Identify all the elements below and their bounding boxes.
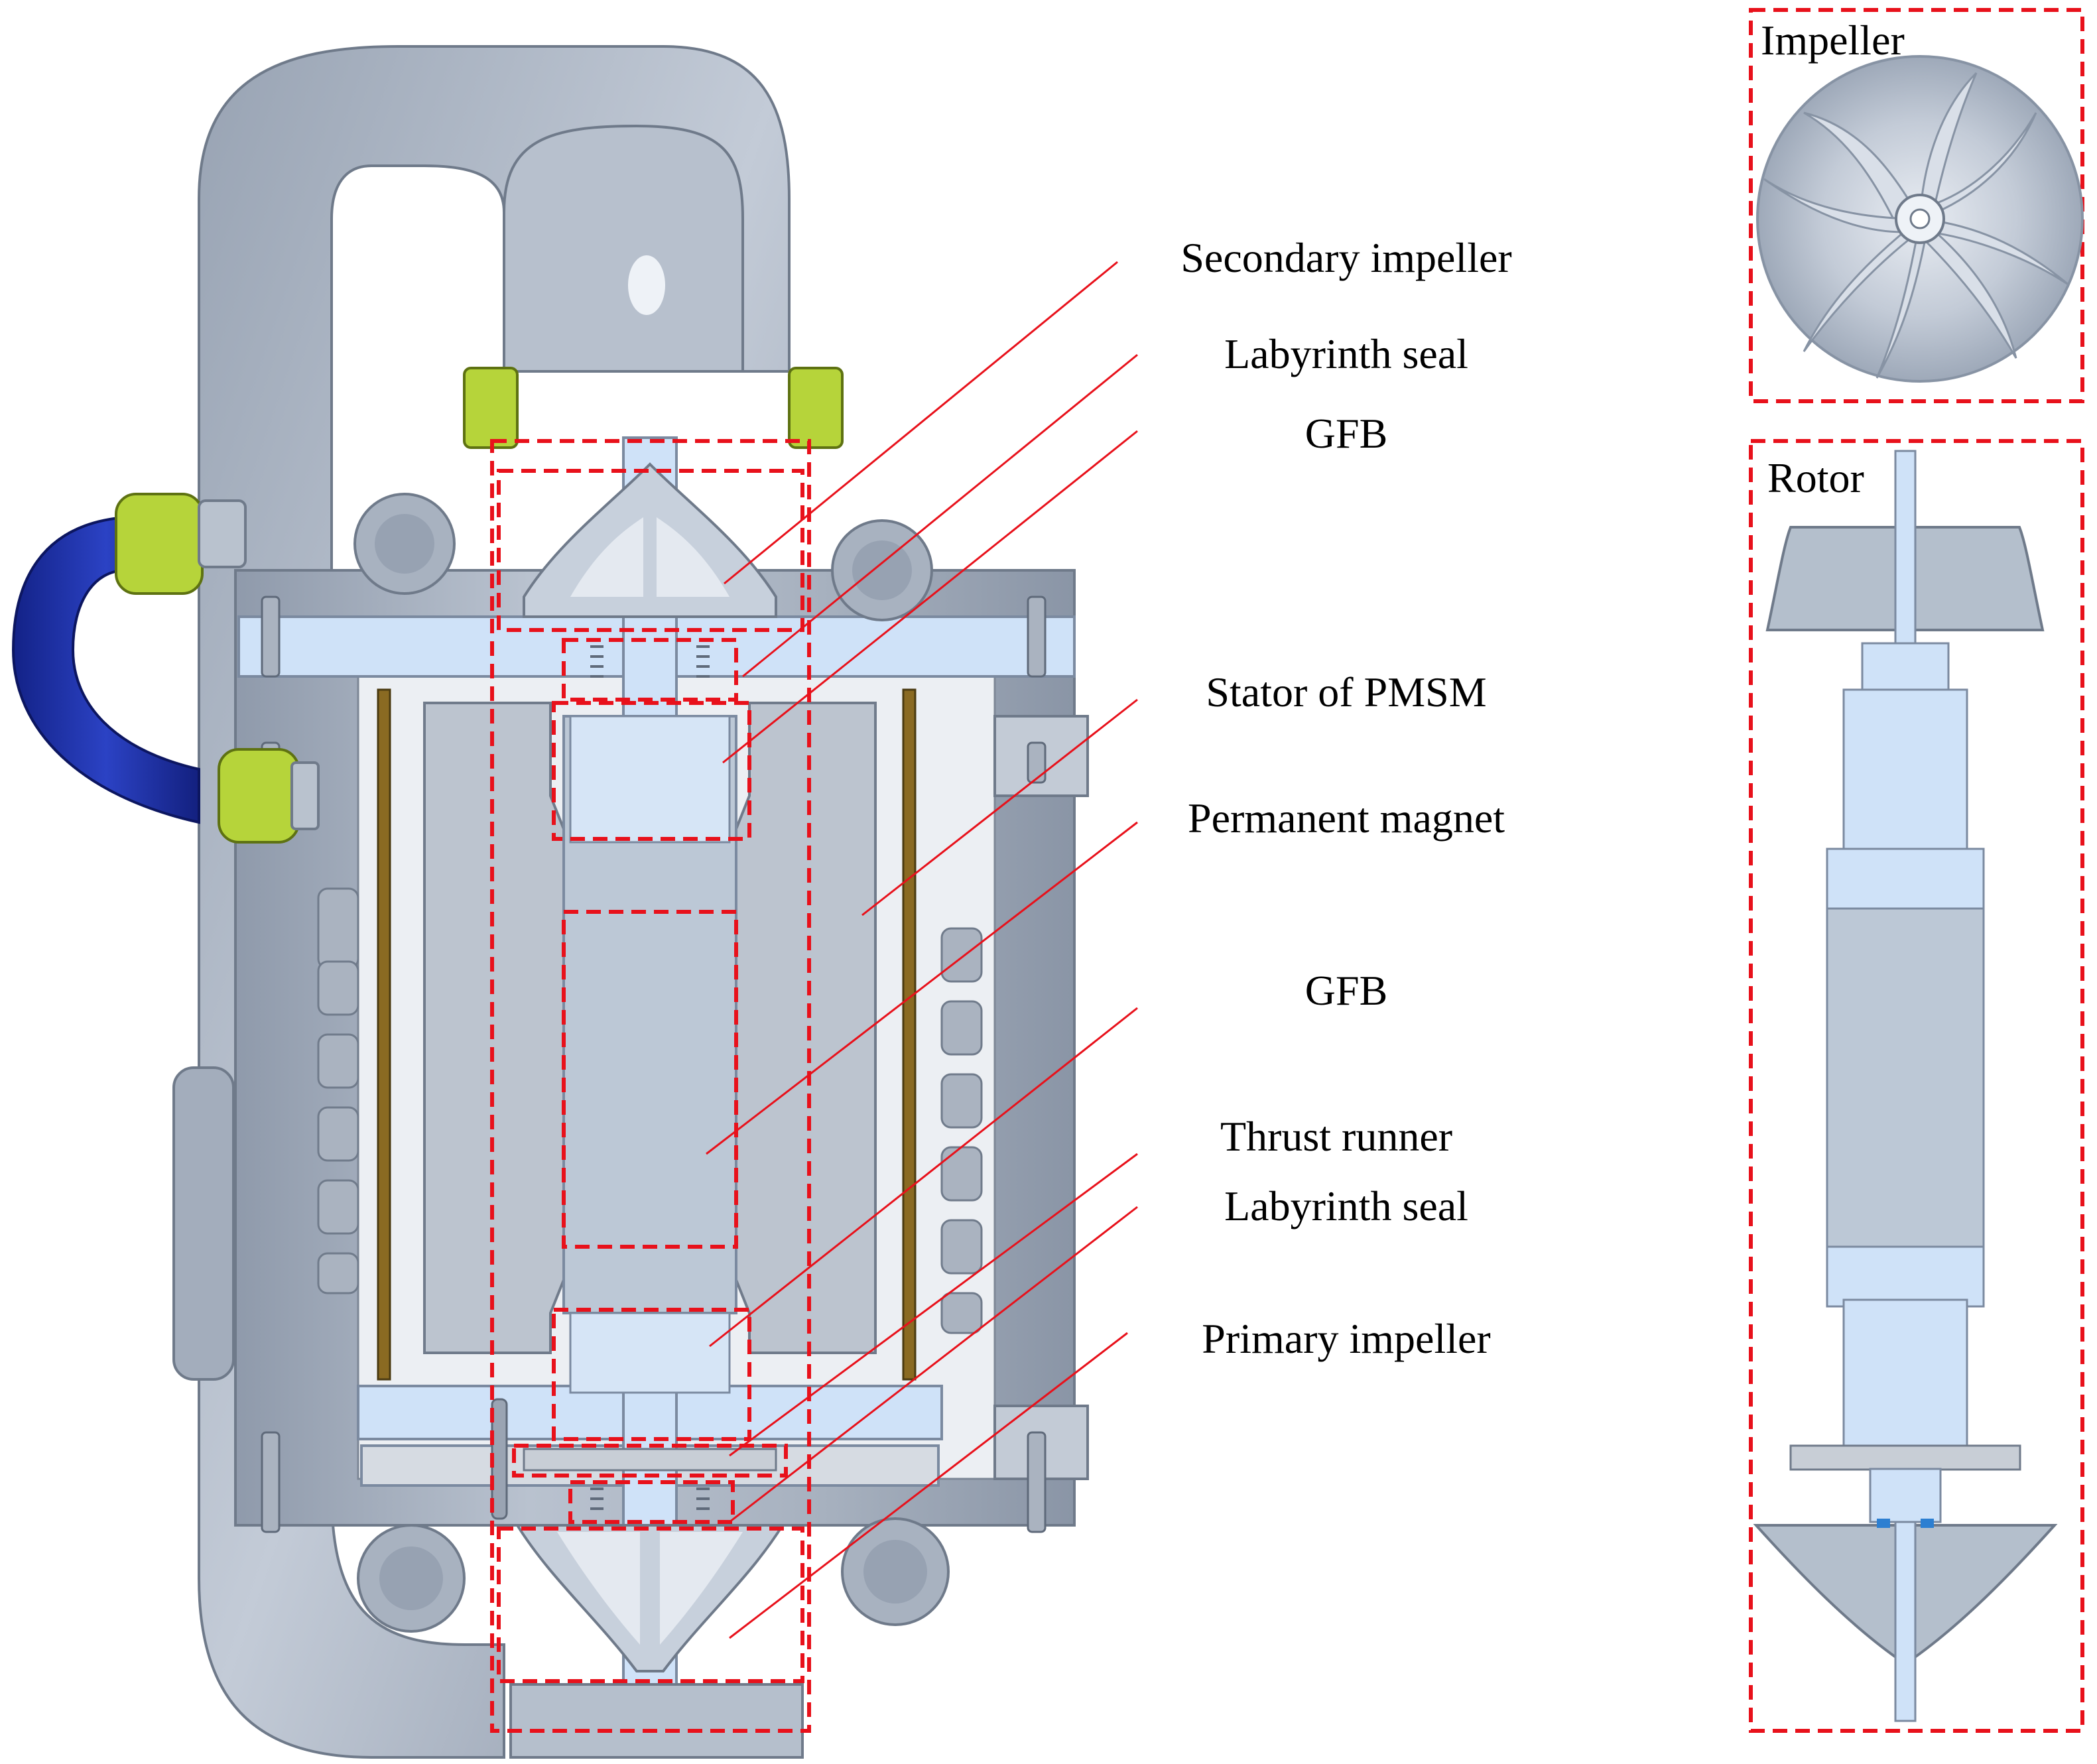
impeller-panel-title: Impeller: [1761, 17, 1905, 64]
secondary-impeller-blades: [523, 462, 777, 618]
impeller-bore: [1909, 208, 1931, 229]
highlight-boxes: [490, 439, 811, 1733]
highlight-secondary-impeller: [497, 469, 804, 632]
label-permanent-magnet: Permanent magnet: [1188, 794, 1505, 842]
labyrinth-seal-bottom-teeth: [590, 1487, 710, 1510]
rotor-seal-ring-left: [1877, 1519, 1890, 1528]
label-thrust-runner: Thrust runner: [1220, 1113, 1452, 1160]
highlight-labyrinth-seal-bottom: [568, 1480, 735, 1524]
rotor-primary-impeller: [1753, 1524, 2058, 1661]
secondary-impeller-blade-right: [657, 517, 730, 597]
hose-clamp-bottom: [218, 748, 300, 844]
label-labyrinth-seal-top: Labyrinth seal: [1224, 330, 1468, 377]
cooling-fins-left: [317, 887, 359, 1294]
labyrinth-seal-top-teeth: [590, 645, 710, 678]
label-gfb-bottom: GFB: [1305, 967, 1388, 1014]
rotor-shaft-lower: [1869, 1468, 1942, 1523]
impeller-blades: [1763, 72, 2070, 379]
journal-bottom: [569, 1312, 731, 1394]
rotor-journal-lower: [1842, 1298, 1968, 1447]
top-volute-right-inner: [852, 540, 912, 600]
rotor-secondary-impeller: [1765, 526, 2045, 631]
highlight-thrust-runner: [512, 1444, 788, 1478]
label-labyrinth-seal-bottom: Labyrinth seal: [1224, 1182, 1468, 1229]
rotor-journal-upper: [1842, 688, 1968, 857]
impeller-panel: Impeller: [1749, 8, 2084, 403]
highlight-gfb-bottom: [552, 1308, 751, 1441]
label-stator-of-pmsm: Stator of PMSM: [1206, 668, 1486, 716]
rotor-shaft-upper: [1861, 642, 1950, 698]
rotor-magnet: [1826, 907, 1985, 1248]
rotor-render: [1753, 450, 2058, 1722]
hose-clamp-top: [115, 493, 204, 595]
thrust-runner-disk: [523, 1448, 777, 1472]
journal-top: [569, 715, 731, 844]
top-volute-left-inner: [375, 514, 434, 574]
main-assembly: Secondary impeller Labyrinth seal GFB St…: [11, 45, 1512, 1759]
highlight-primary-impeller: [497, 1527, 804, 1683]
impeller-render: [1756, 55, 2084, 383]
thrust-pin: [491, 1398, 508, 1520]
rotor-thrust-runner: [1789, 1444, 2021, 1471]
rotor-seal-ring-right: [1921, 1519, 1934, 1528]
rotor-panel: Rotor: [1749, 439, 2084, 1733]
bolts: [261, 596, 1047, 1533]
leader-lines: [706, 261, 1138, 1639]
hose-fitting-bottom: [290, 761, 320, 830]
secondary-impeller-blade-left: [570, 517, 643, 597]
highlight-labyrinth-seal-top: [562, 638, 738, 702]
cooling-tube-right: [902, 688, 917, 1381]
label-primary-impeller: Primary impeller: [1202, 1315, 1490, 1362]
callout-labels: Secondary impeller Labyrinth seal GFB St…: [1180, 234, 1511, 1362]
primary-impeller-blades: [515, 1524, 785, 1672]
bottom-volute-right-inner: [863, 1540, 927, 1604]
coupling-left: [463, 367, 519, 449]
label-secondary-impeller: Secondary impeller: [1180, 234, 1511, 281]
rotor-bottom-tip: [1894, 1521, 1917, 1722]
highlight-rotor-outline: [490, 439, 811, 1733]
primary-impeller-blade-left: [557, 1532, 640, 1645]
label-gfb-top: GFB: [1305, 410, 1388, 457]
hose-fitting-top: [198, 499, 247, 568]
inlet-duct: [503, 124, 744, 373]
outlet-nozzle: [509, 1683, 804, 1759]
coupling-right: [788, 367, 844, 449]
pipe-highlight: [628, 255, 665, 315]
coolant-hose: [11, 515, 200, 824]
cooling-tube-left: [377, 688, 391, 1381]
rotor-panel-title: Rotor: [1767, 454, 1864, 501]
highlight-permanent-magnet: [562, 910, 738, 1249]
bottom-volute-left-inner: [379, 1546, 443, 1610]
rotor-panel-frame: [1749, 439, 2084, 1733]
highlight-gfb-top: [552, 701, 751, 841]
primary-impeller-blade-right: [660, 1532, 743, 1645]
pipe-sleeve: [172, 1066, 235, 1381]
rotor-top-tip: [1894, 450, 1917, 645]
